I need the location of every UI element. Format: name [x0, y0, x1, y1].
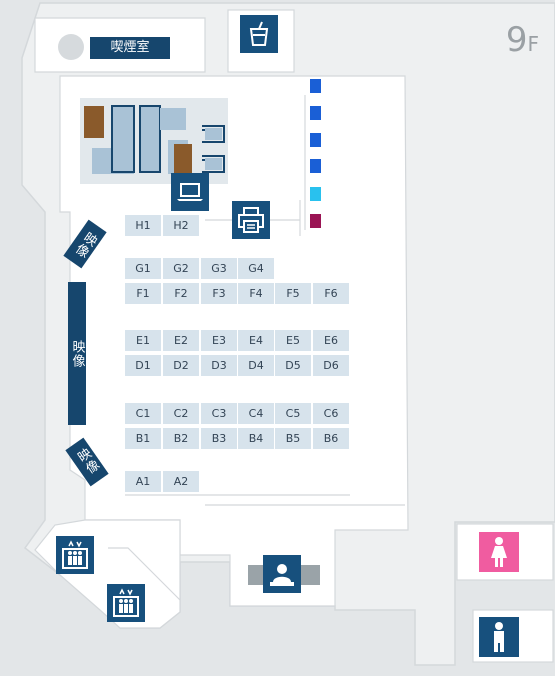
seat-C1[interactable]: C1 — [125, 403, 161, 424]
elevator-icon — [62, 540, 88, 569]
printer-station[interactable] — [232, 201, 270, 239]
seat-B2[interactable]: B2 — [163, 428, 199, 449]
mens-restroom-icon — [494, 622, 504, 652]
marker-5 — [310, 187, 321, 201]
seat-G2[interactable]: G2 — [163, 258, 199, 279]
seat-D6[interactable]: D6 — [313, 355, 349, 376]
womens-restroom-icon — [491, 537, 507, 567]
elevator-1[interactable] — [56, 536, 94, 574]
marker-1 — [310, 79, 321, 93]
seat-A1[interactable]: A1 — [125, 471, 161, 492]
seat-D5[interactable]: D5 — [275, 355, 311, 376]
seat-G4[interactable]: G4 — [238, 258, 274, 279]
laptop-icon — [177, 183, 203, 201]
seat-E2[interactable]: E2 — [163, 330, 199, 351]
reception-icon — [270, 564, 294, 586]
elevator-icon — [113, 588, 139, 617]
seat-D4[interactable]: D4 — [238, 355, 274, 376]
seat-B6[interactable]: B6 — [313, 428, 349, 449]
seat-E6[interactable]: E6 — [313, 330, 349, 351]
seat-D1[interactable]: D1 — [125, 355, 161, 376]
drink-station[interactable] — [240, 15, 278, 53]
printer-icon — [238, 207, 264, 233]
marker-4 — [310, 159, 321, 173]
seat-C3[interactable]: C3 — [201, 403, 237, 424]
seat-E4[interactable]: E4 — [238, 330, 274, 351]
womens-restroom[interactable] — [479, 532, 519, 572]
video-screen-middle: 映像 — [68, 282, 86, 425]
seat-B5[interactable]: B5 — [275, 428, 311, 449]
smoking-room-circle — [58, 34, 84, 60]
seat-G1[interactable]: G1 — [125, 258, 161, 279]
video-screen-middle-label: 映像 — [69, 339, 85, 368]
smoking-room-text: 喫煙室 — [110, 40, 150, 55]
mens-restroom[interactable] — [479, 617, 519, 657]
seat-D3[interactable]: D3 — [201, 355, 237, 376]
marker-3 — [310, 133, 321, 147]
seat-E5[interactable]: E5 — [275, 330, 311, 351]
smoking-room-label[interactable]: 喫煙室 — [90, 37, 170, 59]
seat-E1[interactable]: E1 — [125, 330, 161, 351]
seat-B1[interactable]: B1 — [125, 428, 161, 449]
seat-B3[interactable]: B3 — [201, 428, 237, 449]
seat-F6[interactable]: F6 — [313, 283, 349, 304]
seat-H1[interactable]: H1 — [125, 215, 161, 236]
seat-E3[interactable]: E3 — [201, 330, 237, 351]
seat-A2[interactable]: A2 — [163, 471, 199, 492]
seat-G3[interactable]: G3 — [201, 258, 237, 279]
floor-number-suffix: F — [527, 32, 539, 56]
seat-C4[interactable]: C4 — [238, 403, 274, 424]
floor-number-digit: 9 — [505, 20, 528, 60]
seat-D2[interactable]: D2 — [163, 355, 199, 376]
seat-C2[interactable]: C2 — [163, 403, 199, 424]
seat-C6[interactable]: C6 — [313, 403, 349, 424]
seat-F2[interactable]: F2 — [163, 283, 199, 304]
marker-6 — [310, 214, 321, 228]
seat-C5[interactable]: C5 — [275, 403, 311, 424]
seat-F4[interactable]: F4 — [238, 283, 274, 304]
seat-F5[interactable]: F5 — [275, 283, 311, 304]
reception-desk[interactable] — [263, 555, 301, 593]
seat-B4[interactable]: B4 — [238, 428, 274, 449]
drink-icon — [249, 21, 269, 46]
seat-F1[interactable]: F1 — [125, 283, 161, 304]
seat-H2[interactable]: H2 — [163, 215, 199, 236]
pc-station[interactable] — [171, 173, 209, 211]
marker-2 — [310, 106, 321, 120]
floor-number: 9F — [506, 20, 539, 60]
elevator-2[interactable] — [107, 584, 145, 622]
seat-F3[interactable]: F3 — [201, 283, 237, 304]
